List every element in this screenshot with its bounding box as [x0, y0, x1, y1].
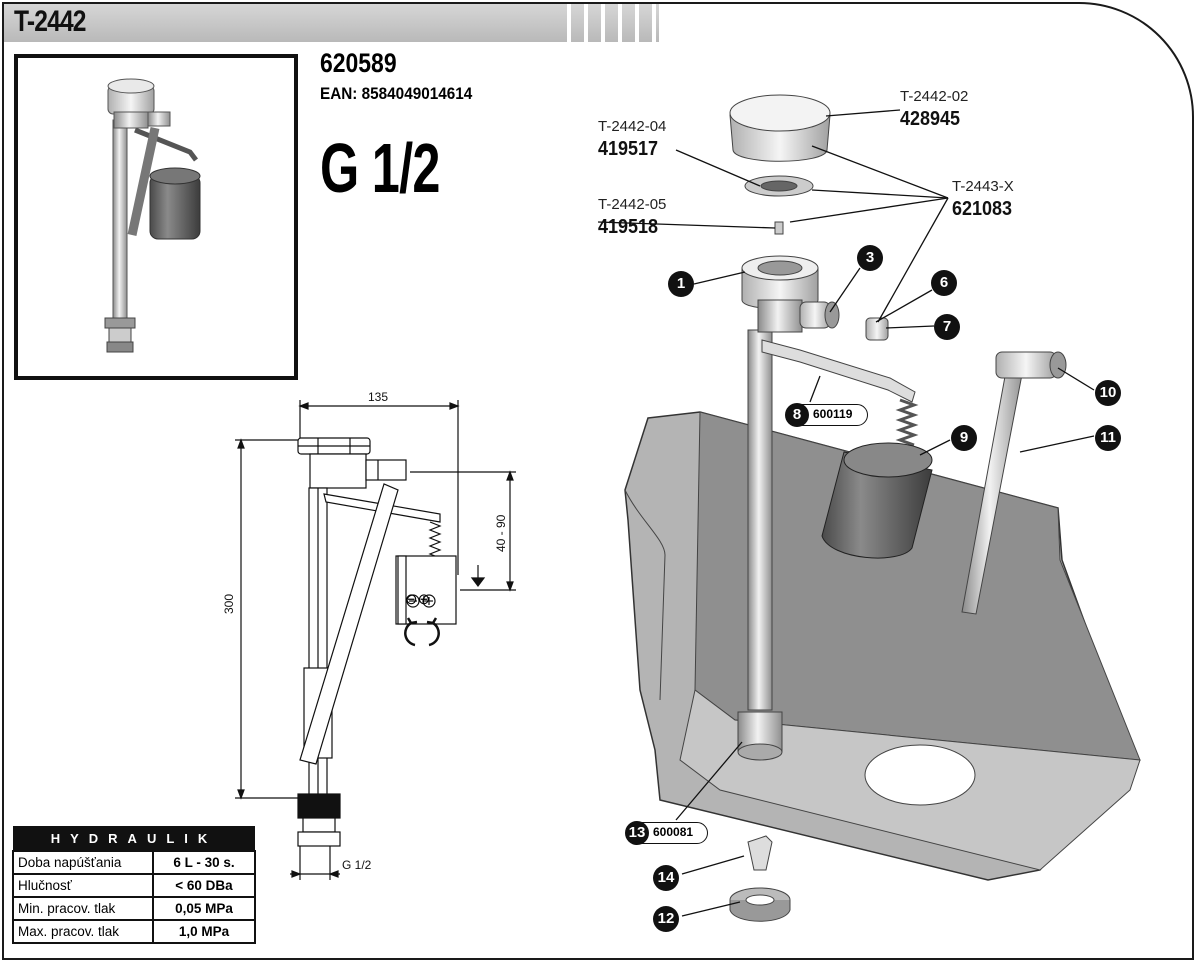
callout-pill: 13 600081 — [625, 820, 708, 845]
part-ref: T-2443-X — [952, 178, 1014, 195]
dim-connection: G 1/2 — [342, 858, 372, 872]
callout-badge: 14 — [653, 865, 679, 891]
callout-badge: 12 — [653, 906, 679, 932]
callout-pill: 8 600119 — [785, 402, 868, 427]
row-label: Max. pracov. tlak — [12, 919, 154, 944]
thumbnail-valve — [104, 78, 201, 353]
row-label: Doba napúšťania — [12, 850, 154, 875]
table-row: Hlučnosť< 60 DBa — [12, 873, 256, 898]
dim-level: 40 - 90 — [494, 514, 508, 552]
callout-badge: 1 — [668, 271, 694, 297]
exploded-valve — [729, 94, 1067, 922]
page-title: T-2442 — [14, 5, 86, 38]
callout-pill-code: 600081 — [653, 825, 694, 839]
adjust-plus-icon: ⊕ — [417, 591, 431, 608]
dimension-drawing — [235, 400, 516, 880]
part-number: 419518 — [598, 216, 659, 238]
callout-badge: 6 — [931, 270, 957, 296]
adjust-minus-icon: ⊖ — [405, 591, 418, 608]
row-value: < 60 DBa — [152, 873, 256, 898]
hydraulik-header: HYDRAULIK — [13, 826, 255, 851]
tank-illustration — [624, 411, 1141, 881]
adjust-symbols: ⊖⊕ — [405, 592, 430, 607]
part-ref: T-2442-05 — [598, 196, 667, 213]
product-thumbnail-frame — [14, 54, 298, 380]
callout-badge: 7 — [934, 314, 960, 340]
callout-badge: 11 — [1095, 425, 1121, 451]
title-bar — [4, 4, 659, 42]
callout-badge: 10 — [1095, 380, 1121, 406]
part-number: 419517 — [598, 138, 659, 160]
ean-code: EAN: 8584049014614 — [320, 84, 473, 103]
part-ref: T-2442-02 — [900, 88, 969, 105]
leader-lines — [597, 109, 1095, 917]
callout-badge: 3 — [857, 245, 883, 271]
part-number: 621083 — [952, 198, 1013, 220]
product-code: 620589 — [320, 48, 397, 78]
thread-size: G 1/2 — [320, 129, 440, 207]
part-ref: T-2442-04 — [598, 118, 667, 135]
row-value: 6 L - 30 s. — [152, 850, 256, 875]
dim-width: 135 — [368, 390, 389, 404]
row-label: Min. pracov. tlak — [12, 896, 154, 921]
row-value: 1,0 MPa — [152, 919, 256, 944]
callout-badge: 9 — [951, 425, 977, 451]
callout-pill-number: 8 — [785, 402, 809, 427]
callout-pill-code: 600119 — [813, 407, 853, 421]
dim-height: 300 — [222, 593, 236, 614]
callout-pill-number: 13 — [625, 820, 649, 845]
row-value: 0,05 MPa — [152, 896, 256, 921]
part-number: 428945 — [900, 108, 961, 130]
row-label: Hlučnosť — [12, 873, 154, 898]
